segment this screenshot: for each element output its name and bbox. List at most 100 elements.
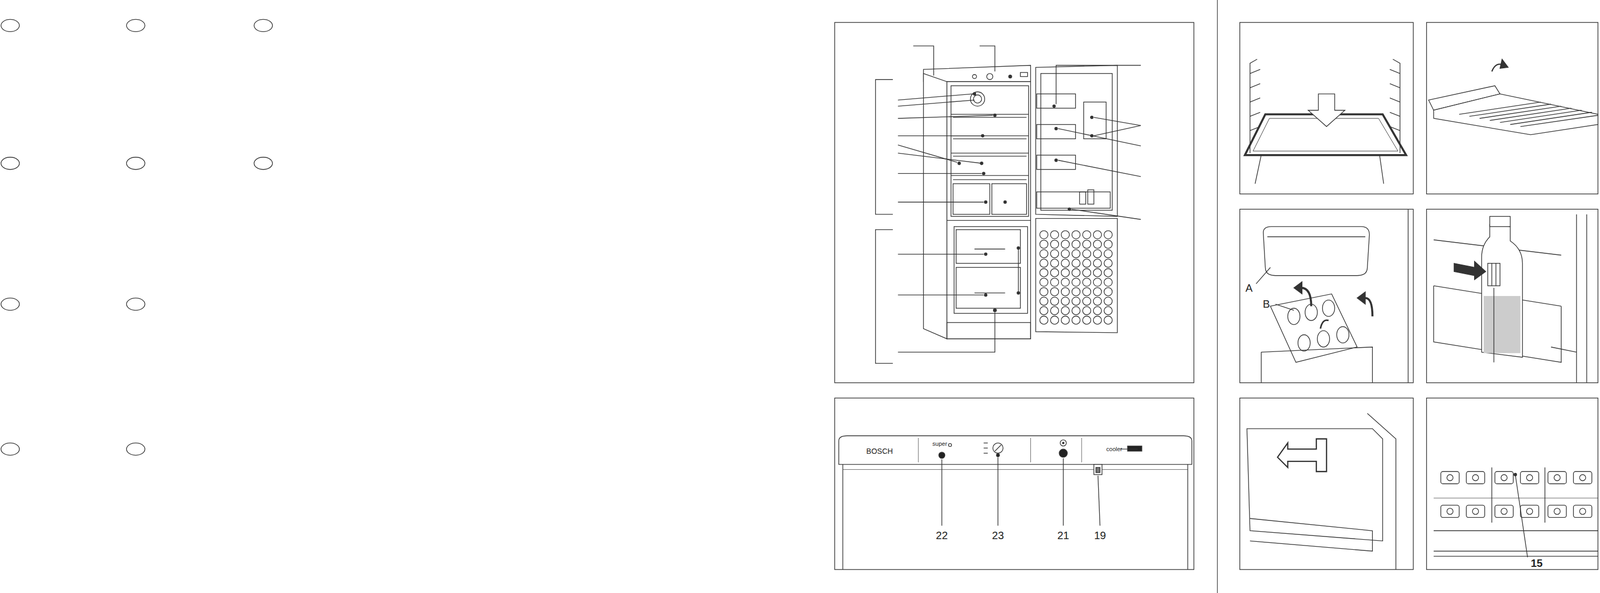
freezer-dot [1040,316,1048,325]
egg-tray-drawing [1256,209,1408,383]
icon-separator [1491,467,1493,523]
freezer-dot [1082,230,1091,239]
callout-number: 21 [1057,530,1069,541]
freezer-dot [1104,230,1112,239]
freezer-dot [1061,287,1070,296]
freezer-dot [1040,230,1048,239]
freezer-dot [1050,278,1059,287]
freezer-dot [1072,316,1080,325]
freezer-dot [1104,297,1112,306]
food-icon [1441,471,1460,484]
frame [834,22,1194,383]
freezer-dot [1093,230,1102,239]
freezer-dot [1104,268,1112,277]
part-letter: A [1245,282,1253,294]
food-icon-mark [1500,474,1507,481]
language-ovals [1,19,273,455]
freezer-dot [1104,306,1112,315]
freezer-dot [1072,249,1080,258]
shelf-drawing [1244,59,1406,184]
freezer-dot [1082,278,1091,287]
fridge-drawing [875,45,1141,364]
food-icon [1547,505,1566,518]
freezer-dot [1093,278,1102,287]
food-icon [1520,505,1539,518]
food-icons-drawing [1433,467,1598,558]
freezer-dot [1072,240,1080,248]
food-icon [1573,505,1592,518]
food-icon-mark [1446,508,1453,515]
freezer-dot [1093,259,1102,268]
freezer-dot [1104,278,1112,287]
freezer-dot [1104,249,1112,258]
part-letter: B [1262,298,1270,310]
freezer-dot [1061,268,1070,277]
freezer-dot [1061,297,1070,306]
freezer-dot [1072,306,1080,315]
callout-number: 23 [992,530,1004,541]
freezer-dot [1082,287,1091,296]
freezer-dot [1093,316,1102,325]
freezer-dot [1093,287,1102,296]
freezer-dot [1093,240,1102,248]
divider [1217,0,1218,593]
freezer-dot [1040,278,1048,287]
freezer-dot [1082,268,1091,277]
door-bar-drawing [1246,413,1396,570]
freezer-dot [1082,259,1091,268]
food-icon [1494,471,1514,484]
freezer-dot [1061,259,1070,268]
food-icon-mark [1579,474,1586,481]
freezer-dot [1093,249,1102,258]
freezer-dot [1040,240,1048,248]
food-icon [1573,471,1592,484]
food-icon-mark [1500,508,1507,515]
freezer-dot [1040,268,1048,277]
food-icon [1547,471,1566,484]
freezer-dot [1050,316,1059,325]
freezer-dot [1082,240,1091,248]
freezer-dot [1050,306,1059,315]
freezer-dot [1040,259,1048,268]
freezer-dot [1104,259,1112,268]
freezer-dot [1104,316,1112,325]
freezer-dot [1093,268,1102,277]
freezer-dot [1061,230,1070,239]
freezer-dot [1082,306,1091,315]
control-panel-drawing [838,435,1192,570]
bottle-drawing [1433,214,1587,383]
freezer-dot [1104,287,1112,296]
frame [834,397,1194,570]
food-icon-mark [1472,508,1479,515]
freezer-dot [1050,259,1059,268]
freezer-dot [1093,306,1102,315]
freezer-dot [1104,240,1112,248]
food-icon [1441,505,1460,518]
freezer-dot [1072,297,1080,306]
freezer-dot [1082,249,1091,258]
freezer-dot [1040,297,1048,306]
button-label: super [932,441,948,447]
callout-number: 19 [1093,530,1106,541]
icon-separator [1544,467,1546,523]
food-icon [1520,471,1539,484]
freezer-dot [1072,259,1080,268]
callout-number: 22 [936,530,948,541]
food-icon [1466,471,1485,484]
freezer-dot [1050,240,1059,248]
freezer-dot [1061,249,1070,258]
freezer-dot [1040,306,1048,315]
food-icon-mark [1446,474,1453,481]
freezer-dot [1061,278,1070,287]
freezer-dot [1082,316,1091,325]
food-icon-mark [1472,474,1479,481]
food-icon-mark [1526,508,1533,515]
freezer-dot [1040,249,1048,258]
freezer-dot [1061,316,1070,325]
food-icon [1494,505,1514,518]
food-icon [1466,505,1485,518]
food-icon-mark [1554,474,1560,481]
food-icon-mark [1579,508,1586,515]
